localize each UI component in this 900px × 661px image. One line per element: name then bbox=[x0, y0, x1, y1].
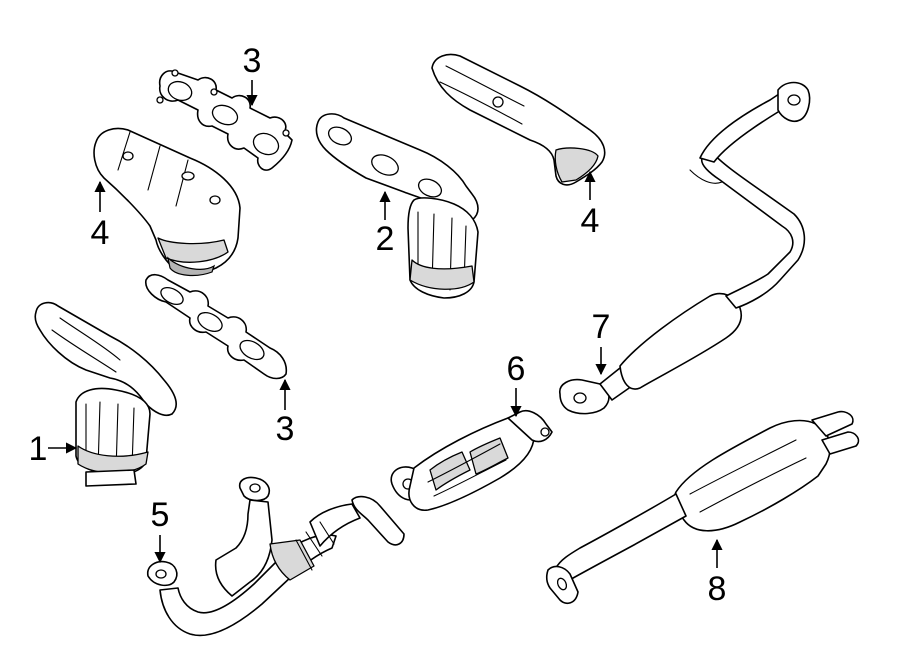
callout-3-upper: 3 bbox=[243, 42, 262, 80]
muffler bbox=[545, 410, 860, 605]
callout-1: 1 bbox=[29, 430, 48, 468]
exhaust-manifold-with-converter bbox=[34, 301, 177, 487]
callout-6: 6 bbox=[507, 350, 526, 388]
callout-4-left: 4 bbox=[91, 214, 110, 252]
callout-2: 2 bbox=[376, 220, 395, 258]
callout-4-right: 4 bbox=[581, 202, 600, 240]
callout-5: 5 bbox=[151, 496, 170, 534]
callout-8: 8 bbox=[708, 570, 727, 608]
center-exhaust-manifold bbox=[315, 113, 479, 299]
callout-3-lower: 3 bbox=[276, 410, 295, 448]
upper-exhaust-gasket bbox=[156, 69, 293, 171]
callout-7: 7 bbox=[592, 308, 611, 346]
catalytic-converter bbox=[390, 409, 553, 511]
front-y-pipe bbox=[146, 476, 405, 637]
callout-numbers: 3 4 2 4 3 1 5 6 7 8 bbox=[29, 42, 727, 608]
intermediate-pipe bbox=[559, 81, 811, 415]
right-heat-shield bbox=[431, 53, 606, 186]
left-heat-shield bbox=[93, 127, 241, 277]
callout-leaders bbox=[48, 80, 723, 568]
lower-exhaust-gasket bbox=[145, 273, 288, 380]
